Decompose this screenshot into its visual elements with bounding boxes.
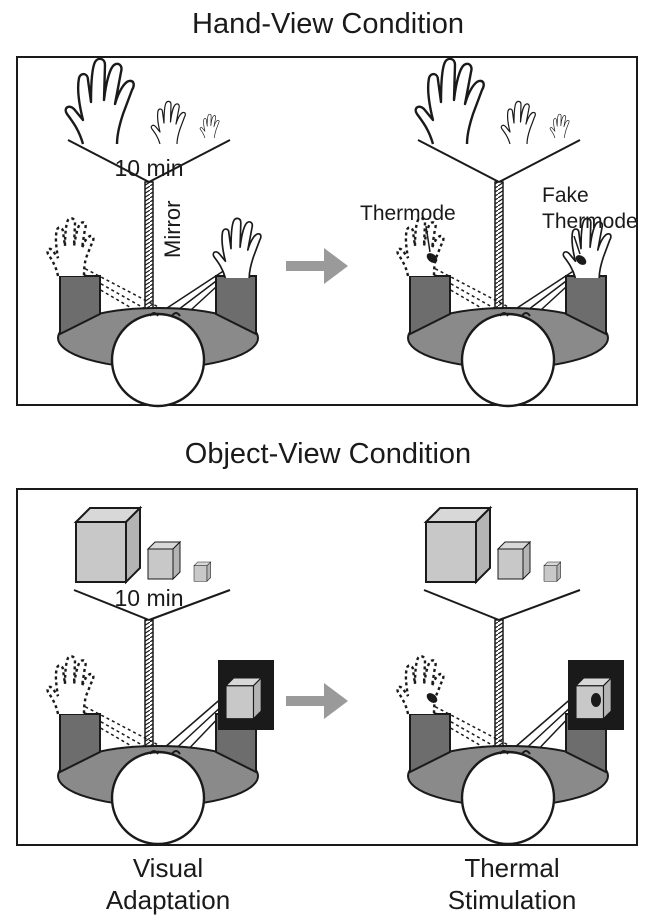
caption-left-line1: Visual <box>132 853 204 883</box>
medium-hand-icon <box>150 100 186 145</box>
hand-view-arrow <box>286 248 348 284</box>
fake-thermode <box>575 255 587 265</box>
hidden-hand-icon <box>46 217 95 278</box>
small-cube <box>193 561 211 582</box>
duration-label: 10 min <box>114 155 183 181</box>
duration-label: 10 min <box>114 585 183 611</box>
object-view-stimulation-scene <box>396 507 624 846</box>
hand-view-adaptation-scene: 10 min Mirror <box>46 58 262 408</box>
medium-hand-icon-right <box>500 100 536 145</box>
object-view-adaptation-scene: 10 min <box>46 507 274 846</box>
large-hand-icon <box>64 58 135 146</box>
object-view-panel: 10 min <box>16 488 638 846</box>
fake-thermode <box>591 693 601 707</box>
small-hand-icon-right <box>549 113 570 139</box>
fake-thermode-label-line1: Fake <box>542 184 589 207</box>
participant-body <box>56 274 260 408</box>
thermode <box>426 693 438 703</box>
caption-right-line2: Stimulation <box>447 885 577 915</box>
object-view-diagram: 10 min <box>46 507 624 846</box>
small-hand-icon <box>199 113 220 139</box>
medium-cube <box>147 541 181 580</box>
caption-right-line1: Thermal <box>464 853 560 883</box>
hand-view-title: Hand-View Condition <box>192 8 464 40</box>
thermode-label: Thermode <box>360 202 456 225</box>
caption-left-line2: Adaptation <box>105 885 231 915</box>
visual-adaptation-caption: Visual Adaptation <box>58 852 278 916</box>
hand-view-panel: 10 min Mirror <box>16 56 638 408</box>
large-hand-icon-right <box>414 58 485 146</box>
hand-view-stimulation-scene: Thermode Fake Thermode <box>360 58 638 408</box>
object-view-title: Object-View Condition <box>184 438 472 470</box>
large-cube <box>75 507 141 583</box>
hidden-hand-icon <box>46 655 95 716</box>
object-view-arrow <box>286 683 348 719</box>
fake-thermode-label-line2: Thermode <box>542 210 638 233</box>
mirror-label: Mirror <box>160 201 185 258</box>
thermode <box>426 253 438 263</box>
hand-view-diagram: 10 min Mirror <box>46 58 638 408</box>
thermal-stimulation-caption: Thermal Stimulation <box>402 852 622 916</box>
visible-hand-icon <box>212 217 262 279</box>
